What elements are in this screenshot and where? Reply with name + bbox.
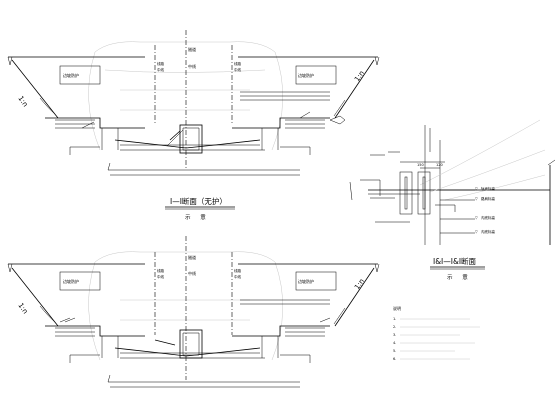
slope-left (11, 59, 59, 119)
left-retaining-label-2: 边坡防护 (63, 278, 79, 284)
detail-dim-2: 120 (436, 163, 443, 167)
svg-text:5.: 5. (393, 349, 396, 353)
svg-text:线路: 线路 (234, 268, 241, 273)
slope-left-label: 1:n (16, 95, 29, 109)
slope-left-2 (11, 267, 59, 327)
detail-section: 150 120 ▽ 轨面标高 ▽ 路肩标高 ▽ 沟底标高 ▽ 沟底标高 Ⅰ&Ⅰ—… (349, 119, 556, 281)
level-3: 沟底标高 (481, 215, 495, 220)
svg-text:▽: ▽ (475, 216, 478, 220)
notes-block: 说明 1. 2. 3. 4. 5. 6. (393, 305, 480, 361)
road-center-label-2: 隧道 (188, 254, 196, 260)
svg-text:6.: 6. (393, 357, 396, 361)
slope-right-label: 1:n (353, 69, 366, 83)
center-label-2: 中线 (188, 270, 196, 276)
svg-text:线路: 线路 (157, 268, 164, 273)
central-drain-lower (179, 329, 203, 359)
slope-left-label-2: 1:n (16, 302, 29, 316)
svg-text:2.: 2. (393, 325, 396, 329)
level-4: 沟底标高 (481, 229, 495, 234)
slope-right-2 (334, 267, 375, 327)
level-2: 路肩标高 (481, 196, 495, 201)
left-line-label: 线路 (157, 61, 164, 66)
left-retaining-label: 边坡防护 (63, 72, 79, 78)
road-center-label: 隧道 (188, 46, 196, 52)
svg-text:中线: 中线 (157, 67, 164, 72)
detail-scale-note: 示 意 (447, 273, 472, 281)
level-1: 轨面标高 (481, 186, 495, 191)
cross-section-upper: 隧道 中线 线路 中线 线路 中线 边坡防护 边坡防护 1:n 1:n Ⅰ—Ⅰ断… (7, 30, 380, 221)
right-line-label: 线路 (234, 61, 241, 66)
svg-text:中线: 中线 (234, 67, 241, 72)
svg-text:▽: ▽ (475, 187, 478, 191)
detail-title: Ⅰ&Ⅰ—Ⅰ&Ⅰ断面 (433, 256, 477, 266)
detail-dim-1: 150 (417, 163, 424, 167)
svg-text:3.: 3. (393, 333, 396, 337)
cross-section-lower: 隧道 中线 线路 中线 线路 中线 边坡防护 边坡防护 1:n 1:n (7, 236, 380, 388)
central-drain-upper (179, 124, 203, 154)
scale-note-upper: 示 意 (185, 213, 210, 221)
svg-text:▽: ▽ (475, 230, 478, 234)
right-retaining-label-2: 边坡防护 (298, 278, 314, 284)
svg-text:中线: 中线 (157, 274, 164, 279)
svg-text:中线: 中线 (234, 274, 241, 279)
center-label: 中线 (188, 63, 196, 69)
slope-right (334, 59, 375, 119)
svg-text:4.: 4. (393, 341, 396, 345)
right-retaining-label: 边坡防护 (298, 72, 314, 78)
svg-text:▽: ▽ (475, 197, 478, 201)
svg-text:1.: 1. (393, 317, 396, 321)
slope-right-label-2: 1:n (353, 277, 366, 291)
section-title-upper: Ⅰ—Ⅰ断面（无护） (170, 196, 227, 206)
notes-heading: 说明 (393, 305, 401, 311)
